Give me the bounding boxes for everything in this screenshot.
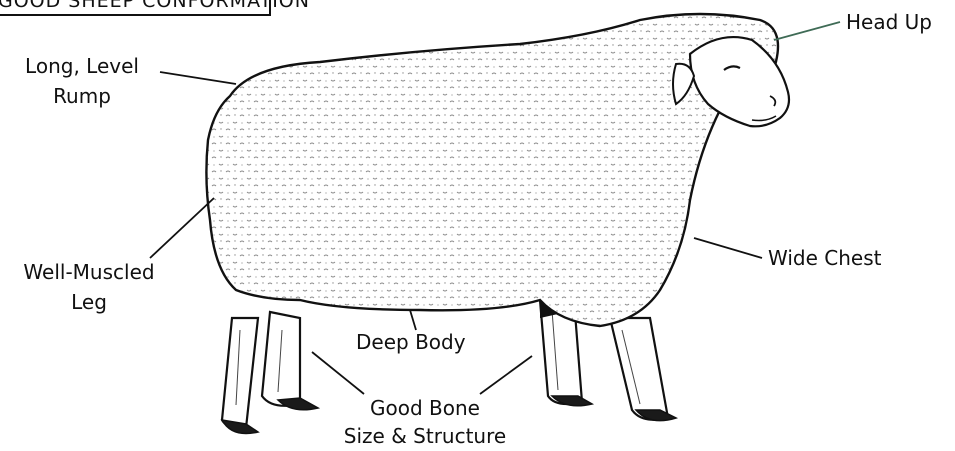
label-head-up: Head Up: [846, 10, 932, 34]
label-wide-chest: Wide Chest: [768, 246, 881, 270]
back-legs: [222, 312, 318, 434]
label-deep-body: Deep Body: [356, 330, 466, 354]
leg-leader: [150, 198, 214, 258]
chest-leader: [694, 238, 762, 258]
label-rump-line1: Long, Level: [8, 54, 156, 78]
label-leg-line1: Well-Muscled: [4, 260, 174, 284]
head-up-leader: [774, 22, 840, 40]
label-leg-line2: Leg: [4, 290, 174, 314]
label-bone-line2: Size & Structure: [318, 424, 532, 448]
label-rump-line2: Rump: [8, 84, 156, 108]
bone-leader-left: [312, 352, 364, 394]
body-leader: [410, 310, 416, 330]
label-bone-line1: Good Bone: [318, 396, 532, 420]
rump-leader: [160, 72, 236, 84]
bone-leader-right: [480, 356, 532, 394]
